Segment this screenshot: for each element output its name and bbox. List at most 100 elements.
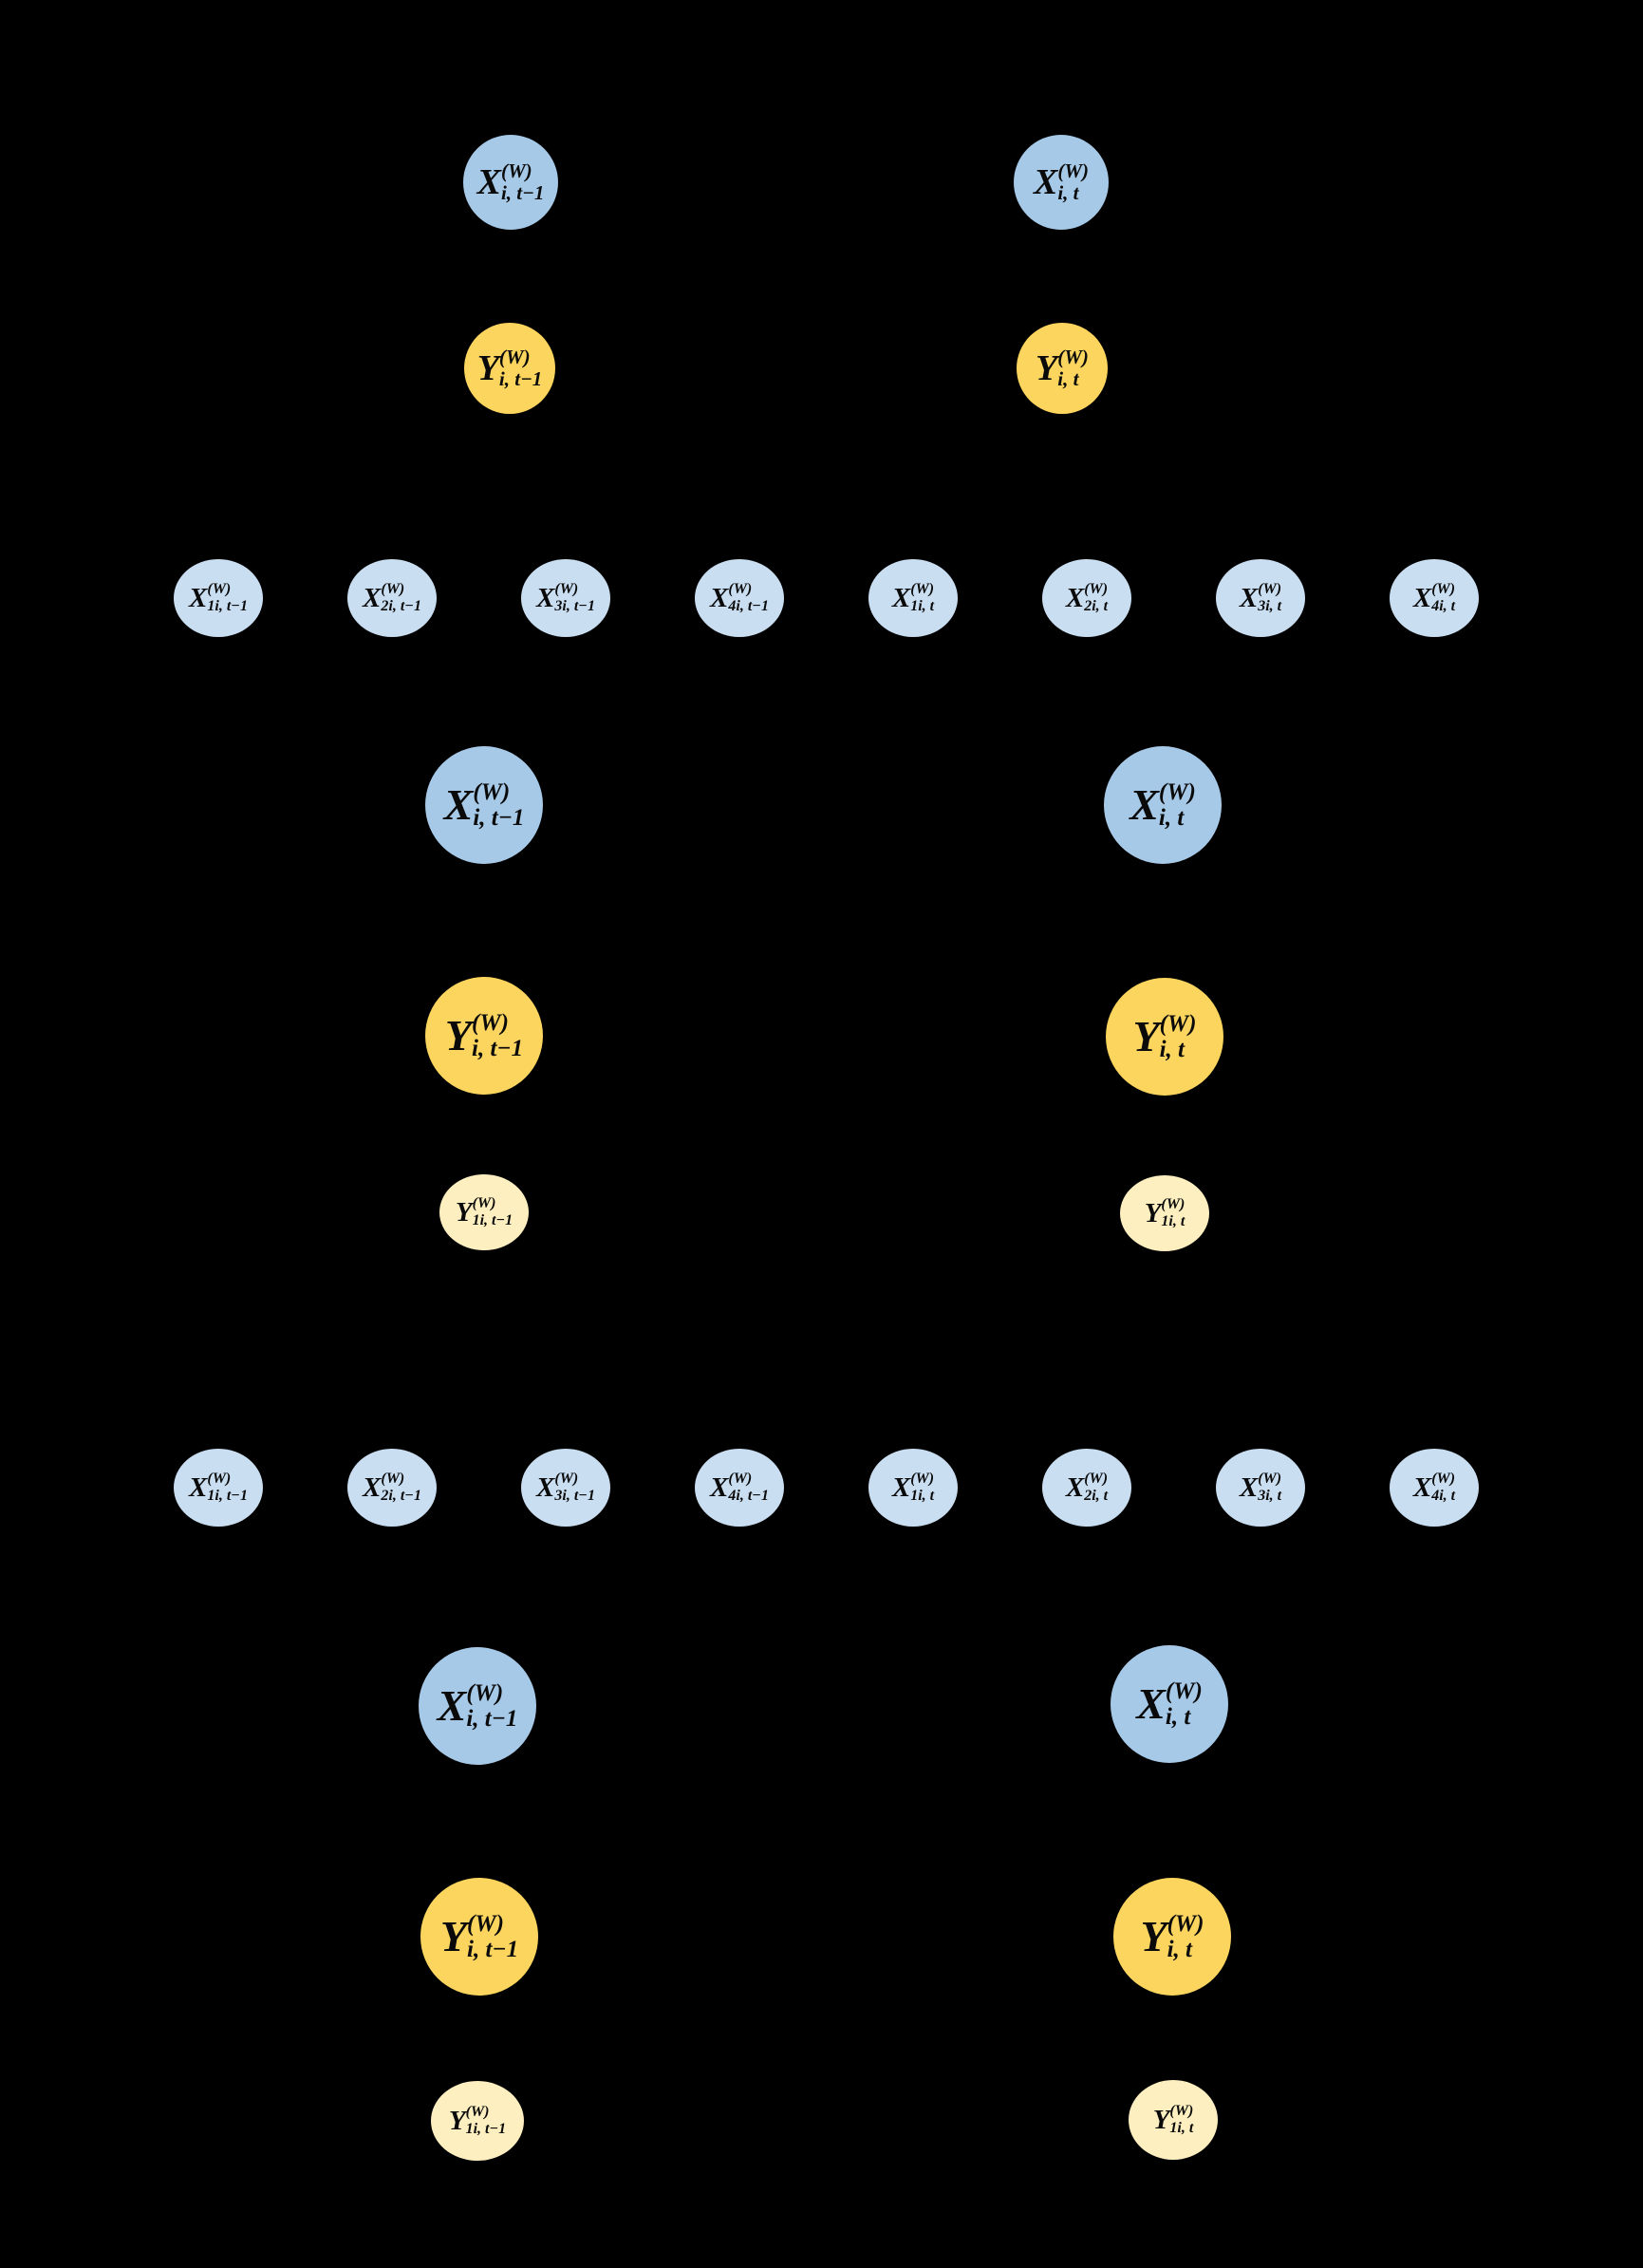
node-label-subscript: i, t	[1165, 1704, 1191, 1730]
node-label-base: Y	[444, 1011, 473, 1059]
node-label-subscript: 1i, t	[910, 1488, 935, 1504]
node-label: X(W)4i, t	[1413, 1471, 1455, 1504]
graph-node-b-x-it1: X(W)i, t−1	[425, 746, 543, 864]
node-label-base: Y	[448, 2105, 466, 2136]
node-label-superscript: (W)	[500, 159, 532, 182]
node-label-scripts: (W)4i, t	[1431, 1471, 1455, 1504]
node-label: Y(W)1i, t−1	[449, 2105, 506, 2137]
node-label: Y(W)1i, t	[1153, 2104, 1194, 2136]
node-label-base: X	[1065, 1471, 1085, 1503]
node-label: Y(W)i, t	[1036, 347, 1089, 389]
node-label-superscript: (W)	[554, 581, 579, 597]
node-label-subscript: 2i, t−1	[381, 1488, 421, 1504]
graph-node-c-x-it1: X(W)i, t−1	[419, 1647, 536, 1765]
node-label-superscript: (W)	[465, 2104, 490, 2120]
node-label-scripts: (W)4i, t−1	[728, 1471, 769, 1504]
node-label-base: X	[437, 1681, 467, 1730]
node-label-subscript: i, t−1	[467, 1937, 519, 1962]
node-label: X(W)4i, t−1	[710, 1471, 769, 1504]
graph-node-c-x-2it: X(W)2i, t	[1042, 1449, 1131, 1527]
node-label-subscript: 2i, t−1	[381, 598, 421, 614]
node-label-scripts: (W)i, t−1	[467, 1912, 518, 1961]
graph-node-b-y-it1: Y(W)i, t−1	[425, 977, 543, 1095]
node-label-scripts: (W)i, t	[1159, 780, 1196, 830]
node-label: X(W)2i, t−1	[363, 582, 421, 614]
node-label-superscript: (W)	[473, 779, 511, 805]
node-label: X(W)2i, t−1	[363, 1471, 421, 1504]
node-label: Y(W)i, t−1	[440, 1912, 518, 1961]
node-label-superscript: (W)	[1431, 1471, 1456, 1487]
node-label: X(W)4i, t−1	[710, 582, 769, 614]
node-label-subscript: i, t	[1159, 1037, 1186, 1062]
node-label-base: Y	[1036, 348, 1058, 388]
node-label-subscript: 1i, t−1	[207, 1488, 248, 1504]
node-label: X(W)i, t−1	[444, 780, 525, 830]
node-label-superscript: (W)	[466, 1680, 504, 1706]
node-label-base: X	[891, 582, 911, 613]
node-label-base: X	[1239, 582, 1259, 613]
graph-node-a-x-it1: X(W)i, t−1	[463, 135, 558, 230]
graph-node-c-y-1it: Y(W)1i, t	[1129, 2080, 1218, 2160]
node-label-superscript: (W)	[498, 346, 531, 368]
graph-node-b-x-3it1: X(W)3i, t−1	[521, 559, 610, 637]
node-label-superscript: (W)	[381, 581, 405, 597]
node-label-base: X	[476, 162, 501, 202]
node-label-superscript: (W)	[1431, 581, 1456, 597]
node-label-superscript: (W)	[728, 581, 753, 597]
graph-node-b-x-4it: X(W)4i, t	[1390, 559, 1479, 637]
node-label-scripts: (W)i, t	[1167, 1912, 1204, 1961]
node-label-superscript: (W)	[1258, 1471, 1282, 1487]
node-label: Y(W)i, t−1	[445, 1011, 523, 1060]
node-label-scripts: (W)1i, t−1	[466, 2105, 507, 2137]
node-label-scripts: (W)3i, t−1	[554, 1471, 595, 1504]
node-label-subscript: 3i, t−1	[554, 1488, 595, 1504]
node-label: Y(W)1i, t−1	[456, 1196, 513, 1228]
graph-node-b-y-it: Y(W)i, t	[1106, 978, 1223, 1096]
node-label-base: X	[1412, 582, 1432, 613]
node-label-superscript: (W)	[1057, 346, 1089, 368]
node-label-scripts: (W)i, t−1	[473, 780, 524, 830]
node-label-subscript: 1i, t−1	[465, 2121, 507, 2137]
node-label: X(W)4i, t	[1413, 582, 1455, 614]
node-label-subscript: 3i, t	[1258, 598, 1282, 614]
node-label-superscript: (W)	[472, 1195, 496, 1211]
graph-node-c-x-4it: X(W)4i, t	[1390, 1449, 1479, 1527]
node-label: X(W)2i, t	[1066, 582, 1108, 614]
node-label: X(W)i, t	[1034, 161, 1089, 203]
graph-node-c-x-1it1: X(W)1i, t−1	[174, 1449, 263, 1527]
graph-node-c-x-1it: X(W)1i, t	[868, 1449, 958, 1527]
graph-node-b-x-it: X(W)i, t	[1104, 746, 1222, 864]
node-label: X(W)1i, t−1	[189, 1471, 248, 1504]
graph-node-b-x-1it1: X(W)1i, t−1	[174, 559, 263, 637]
graph-node-b-x-4it1: X(W)4i, t−1	[695, 559, 784, 637]
node-label-subscript: 3i, t	[1258, 1488, 1282, 1504]
node-label-superscript: (W)	[728, 1471, 753, 1487]
node-label: X(W)3i, t−1	[536, 1471, 595, 1504]
node-label-superscript: (W)	[1158, 779, 1196, 805]
node-label-base: X	[1412, 1471, 1432, 1503]
node-label-base: X	[1065, 582, 1085, 613]
node-label-subscript: i, t−1	[500, 181, 545, 204]
node-label-scripts: (W)1i, t	[1169, 2104, 1193, 2136]
node-label-superscript: (W)	[1159, 1011, 1197, 1037]
node-label: X(W)i, t−1	[438, 1681, 518, 1731]
node-label-base: X	[710, 1471, 729, 1503]
graph-node-b-y-1it: Y(W)1i, t	[1120, 1175, 1209, 1251]
graph-node-b-x-3it: X(W)3i, t	[1216, 559, 1305, 637]
node-label-subscript: 4i, t	[1431, 598, 1456, 614]
node-label-scripts: (W)2i, t	[1084, 1471, 1108, 1504]
node-label-superscript: (W)	[1165, 1678, 1203, 1704]
graph-node-c-y-it: Y(W)i, t	[1113, 1878, 1231, 1996]
node-label-base: X	[710, 582, 729, 613]
node-label-base: Y	[1152, 2104, 1170, 2135]
node-label-subscript: i, t−1	[473, 805, 525, 831]
node-label-superscript: (W)	[910, 1471, 935, 1487]
graph-node-b-x-2it: X(W)2i, t	[1042, 559, 1131, 637]
node-label-scripts: (W)1i, t−1	[473, 1196, 513, 1228]
graph-node-c-x-3it1: X(W)3i, t−1	[521, 1449, 610, 1527]
node-label-scripts: (W)i, t	[1057, 161, 1089, 203]
node-label-superscript: (W)	[910, 581, 935, 597]
node-label: Y(W)i, t−1	[477, 347, 543, 389]
node-label-base: Y	[1144, 1197, 1162, 1228]
graph-node-a-y-it: Y(W)i, t	[1017, 323, 1108, 414]
